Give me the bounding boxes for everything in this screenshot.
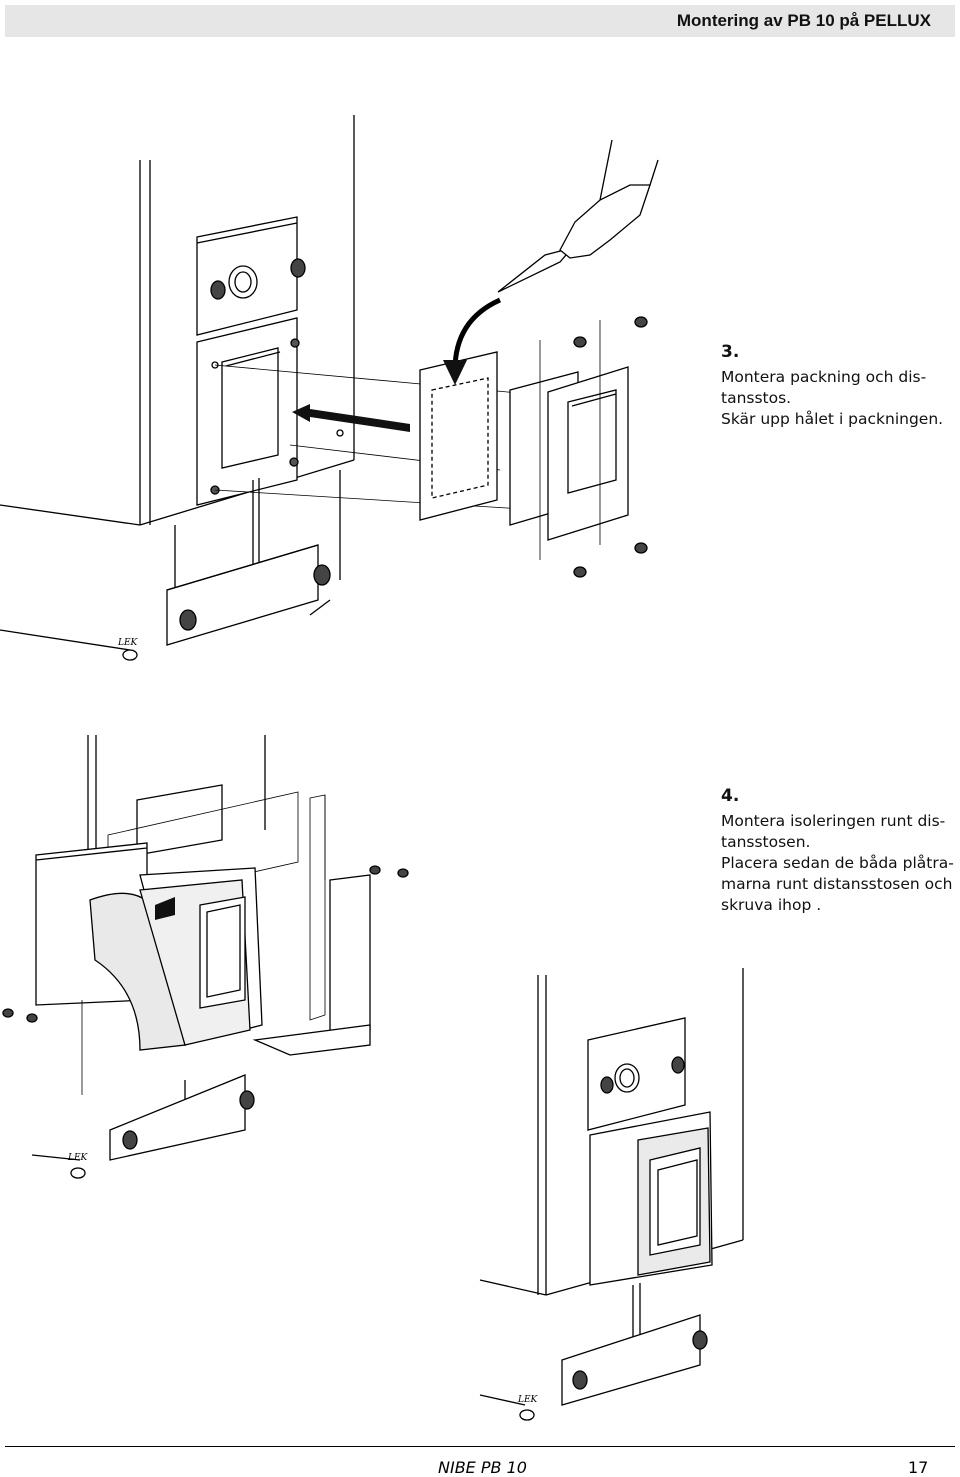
step-4-line: marna runt distansstosen och	[721, 875, 953, 893]
step-4-number: 4.	[721, 786, 740, 806]
footer-divider	[5, 1446, 955, 1447]
logo-text: LEK	[117, 638, 139, 648]
page-number: 17	[908, 1458, 929, 1477]
header-bar: Montering av PB 10 på PELLUX	[5, 5, 955, 37]
logo-text-3: LEK	[517, 1395, 539, 1405]
page-header-title: Montering av PB 10 på PELLUX	[676, 11, 931, 30]
step-4-instructions: 4. Montera isoleringen runt dis- tanssto…	[721, 786, 956, 916]
step-3-line: Montera packning och dis-	[721, 368, 927, 386]
step-4-line: tansstosen.	[721, 833, 811, 851]
step-4-line: Montera isoleringen runt dis-	[721, 812, 946, 830]
step-3-instructions: 3. Montera packning och dis- tansstos. S…	[721, 342, 951, 430]
step-3-line: Skär upp hålet i packningen.	[721, 410, 944, 428]
logo-text-2: LEK	[67, 1153, 89, 1163]
footer-brand: NIBE PB 10	[438, 1458, 527, 1477]
step-4-line: skruva ihop .	[721, 896, 822, 914]
step-3-line: tansstos.	[721, 389, 792, 407]
step-4-line: Placera sedan de båda plåtra-	[721, 854, 954, 872]
illustration-step-3: LEK	[0, 115, 659, 661]
step-3-number: 3.	[721, 342, 740, 362]
